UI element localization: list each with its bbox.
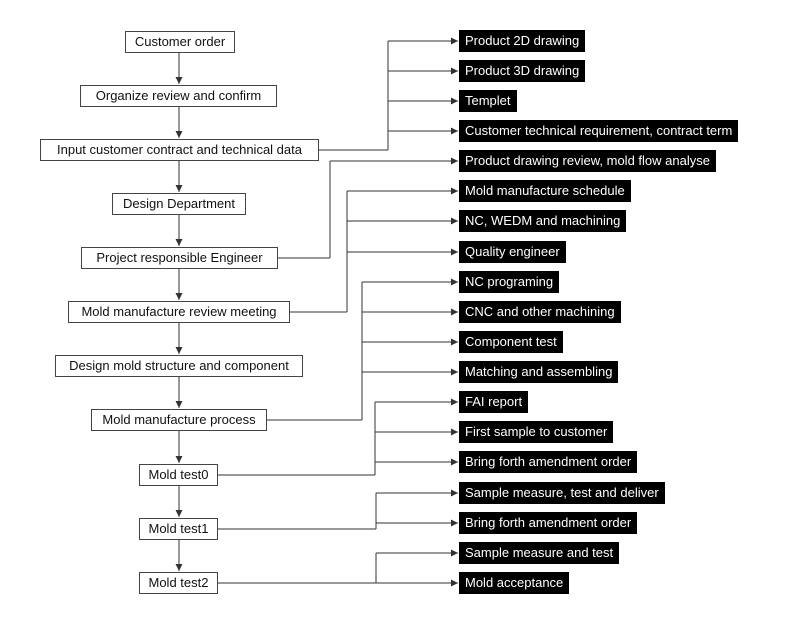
detail-sample-measure-test: Sample measure and test xyxy=(459,542,620,564)
detail-quality-engineer: Quality engineer xyxy=(459,241,566,263)
detail-sample-measure-deliver: Sample measure, test and deliver xyxy=(459,482,665,504)
step-organize-review: Organize review and confirm xyxy=(80,85,277,107)
detail-amendment-order-0: Bring forth amendment order xyxy=(459,451,638,473)
detail-mold-acceptance: Mold acceptance xyxy=(459,572,570,594)
step-manufacture-process: Mold manufacture process xyxy=(91,409,267,431)
step-design-mold-structure: Design mold structure and component xyxy=(55,355,303,377)
detail-product-drawing-review: Product drawing review, mold flow analys… xyxy=(459,150,716,172)
detail-fai-report: FAI report xyxy=(459,391,529,413)
step-project-engineer: Project responsible Engineer xyxy=(81,247,278,269)
detail-customer-technical-requirement: Customer technical requirement, contract… xyxy=(459,120,739,142)
detail-product-2d-drawing: Product 2D drawing xyxy=(459,30,586,52)
detail-component-test: Component test xyxy=(459,331,563,353)
step-input-contract: Input customer contract and technical da… xyxy=(40,139,319,161)
step-mold-test2: Mold test2 xyxy=(139,572,218,594)
detail-product-3d-drawing: Product 3D drawing xyxy=(459,60,586,82)
detail-first-sample: First sample to customer xyxy=(459,421,614,443)
detail-manufacture-schedule: Mold manufacture schedule xyxy=(459,180,631,202)
step-mold-test0: Mold test0 xyxy=(139,464,218,486)
step-design-department: Design Department xyxy=(112,193,246,215)
detail-amendment-order-1: Bring forth amendment order xyxy=(459,512,638,534)
step-customer-order: Customer order xyxy=(125,31,235,53)
detail-cnc-machining: CNC and other machining xyxy=(459,301,621,323)
detail-nc-wedm-machining: NC, WEDM and machining xyxy=(459,210,627,232)
detail-matching-assembling: Matching and assembling xyxy=(459,361,619,383)
detail-nc-programing: NC programing xyxy=(459,271,560,293)
detail-templet: Templet xyxy=(459,90,517,112)
step-mold-test1: Mold test1 xyxy=(139,518,218,540)
step-review-meeting: Mold manufacture review meeting xyxy=(68,301,290,323)
